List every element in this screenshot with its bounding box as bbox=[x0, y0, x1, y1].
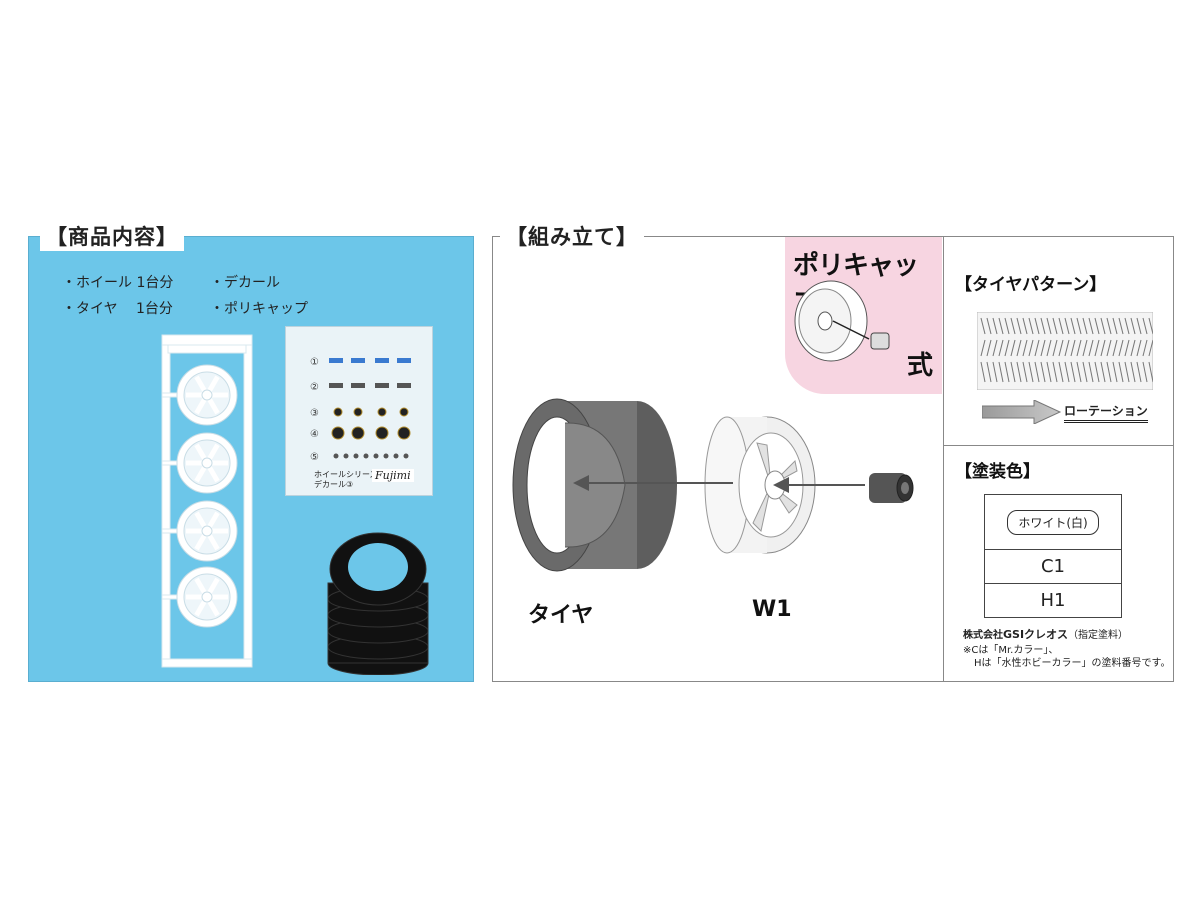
decal-row-number: ③ bbox=[310, 408, 319, 419]
decal-mark bbox=[343, 453, 349, 459]
paint-note-1: ※Cは「Mr.カラー」、 bbox=[963, 645, 1059, 656]
paint-table: ホワイト(白) C1 H1 bbox=[984, 494, 1122, 618]
tire-label: タイヤ bbox=[528, 603, 594, 628]
sprue-wheel bbox=[176, 500, 238, 562]
decal-sheet: ① ② ③ ④ ⑤ ホイールシリーズ デカール③ Fujimi bbox=[285, 326, 433, 496]
item-decal: ・デカール bbox=[210, 275, 280, 291]
decal-mark bbox=[329, 383, 343, 388]
sprue-wheel bbox=[176, 566, 238, 628]
decal-row-number: ① bbox=[310, 357, 319, 368]
paint-color-name: ホワイト(白) bbox=[1007, 509, 1099, 535]
decal-mark bbox=[399, 407, 409, 417]
decal-mark bbox=[333, 453, 339, 459]
decal-mark bbox=[393, 453, 399, 459]
item-wheel: ・ホイール 1台分 bbox=[62, 275, 174, 291]
section-divider-vertical bbox=[943, 236, 944, 682]
decal-row-number: ⑤ bbox=[310, 452, 319, 463]
paint-color-cell: ホワイト(白) bbox=[984, 494, 1122, 550]
decal-mark bbox=[403, 453, 409, 459]
assembly-diagram bbox=[512, 398, 914, 572]
paint-maker-suffix: （指定塗料） bbox=[1068, 630, 1129, 641]
tire-diagram bbox=[512, 398, 677, 572]
paint-maker-brand: GSIクレオス bbox=[1003, 628, 1069, 641]
contents-title: 【商品内容】 bbox=[40, 223, 184, 251]
item-tire: ・タイヤ 1台分 bbox=[62, 301, 173, 317]
wheel-sprue-image bbox=[161, 334, 253, 668]
polycap-diagram bbox=[794, 280, 890, 362]
decal-mark bbox=[397, 426, 411, 440]
rotation-label: ローテーション bbox=[1064, 402, 1148, 423]
tire-pattern-title: 【タイヤパターン】 bbox=[955, 275, 1107, 295]
section-divider-horizontal bbox=[943, 445, 1174, 446]
decal-marks: ① ② ③ ④ ⑤ bbox=[310, 357, 411, 463]
decal-logo: Fujimi bbox=[372, 469, 414, 482]
decal-mark bbox=[353, 407, 363, 417]
sprue-wheel bbox=[176, 364, 238, 426]
decal-mark bbox=[333, 407, 343, 417]
paint-note-2: Hは「水性ホビーカラー」の塗料番号です。 bbox=[974, 658, 1171, 669]
paint-maker: 株式会社GSIクレオス（指定塗料） bbox=[963, 626, 1128, 642]
decal-mark bbox=[377, 407, 387, 417]
decal-mark bbox=[375, 426, 389, 440]
decal-mark bbox=[397, 358, 411, 363]
decal-caption-1: ホイールシリーズ bbox=[314, 470, 378, 479]
decal-mark bbox=[353, 453, 359, 459]
sprue-wheel bbox=[176, 432, 238, 494]
wheel-label: W1 bbox=[752, 597, 792, 622]
decal-mark bbox=[351, 383, 365, 388]
decal-mark bbox=[331, 426, 345, 440]
paint-code-c: C1 bbox=[984, 550, 1122, 584]
paint-maker-prefix: 株式会社 bbox=[963, 630, 1003, 641]
decal-mark bbox=[397, 383, 411, 388]
decal-row-number: ② bbox=[310, 382, 319, 393]
decal-mark bbox=[351, 426, 365, 440]
decal-mark bbox=[375, 358, 389, 363]
paint-code-h: H1 bbox=[984, 584, 1122, 618]
decal-row-number: ④ bbox=[310, 429, 319, 440]
assembly-title: 【組み立て】 bbox=[500, 223, 644, 251]
rotation-arrow-icon bbox=[982, 400, 1062, 424]
decal-mark bbox=[329, 358, 343, 363]
decal-mark bbox=[351, 358, 365, 363]
decal-caption-2: デカール③ bbox=[314, 480, 354, 489]
polycap-label-suffix: 式 bbox=[907, 351, 934, 381]
decal-mark bbox=[375, 383, 389, 388]
decal-mark bbox=[373, 453, 379, 459]
tread-pattern-image bbox=[977, 312, 1153, 390]
decal-mark bbox=[363, 453, 369, 459]
polycap-badge: ポリキャップ 式 bbox=[785, 237, 942, 394]
paint-title: 【塗装色】 bbox=[955, 462, 1040, 482]
polycap-part bbox=[869, 473, 914, 503]
decal-mark bbox=[383, 453, 389, 459]
item-polycap: ・ポリキャップ bbox=[210, 301, 308, 317]
tire-stack-image bbox=[327, 532, 429, 675]
